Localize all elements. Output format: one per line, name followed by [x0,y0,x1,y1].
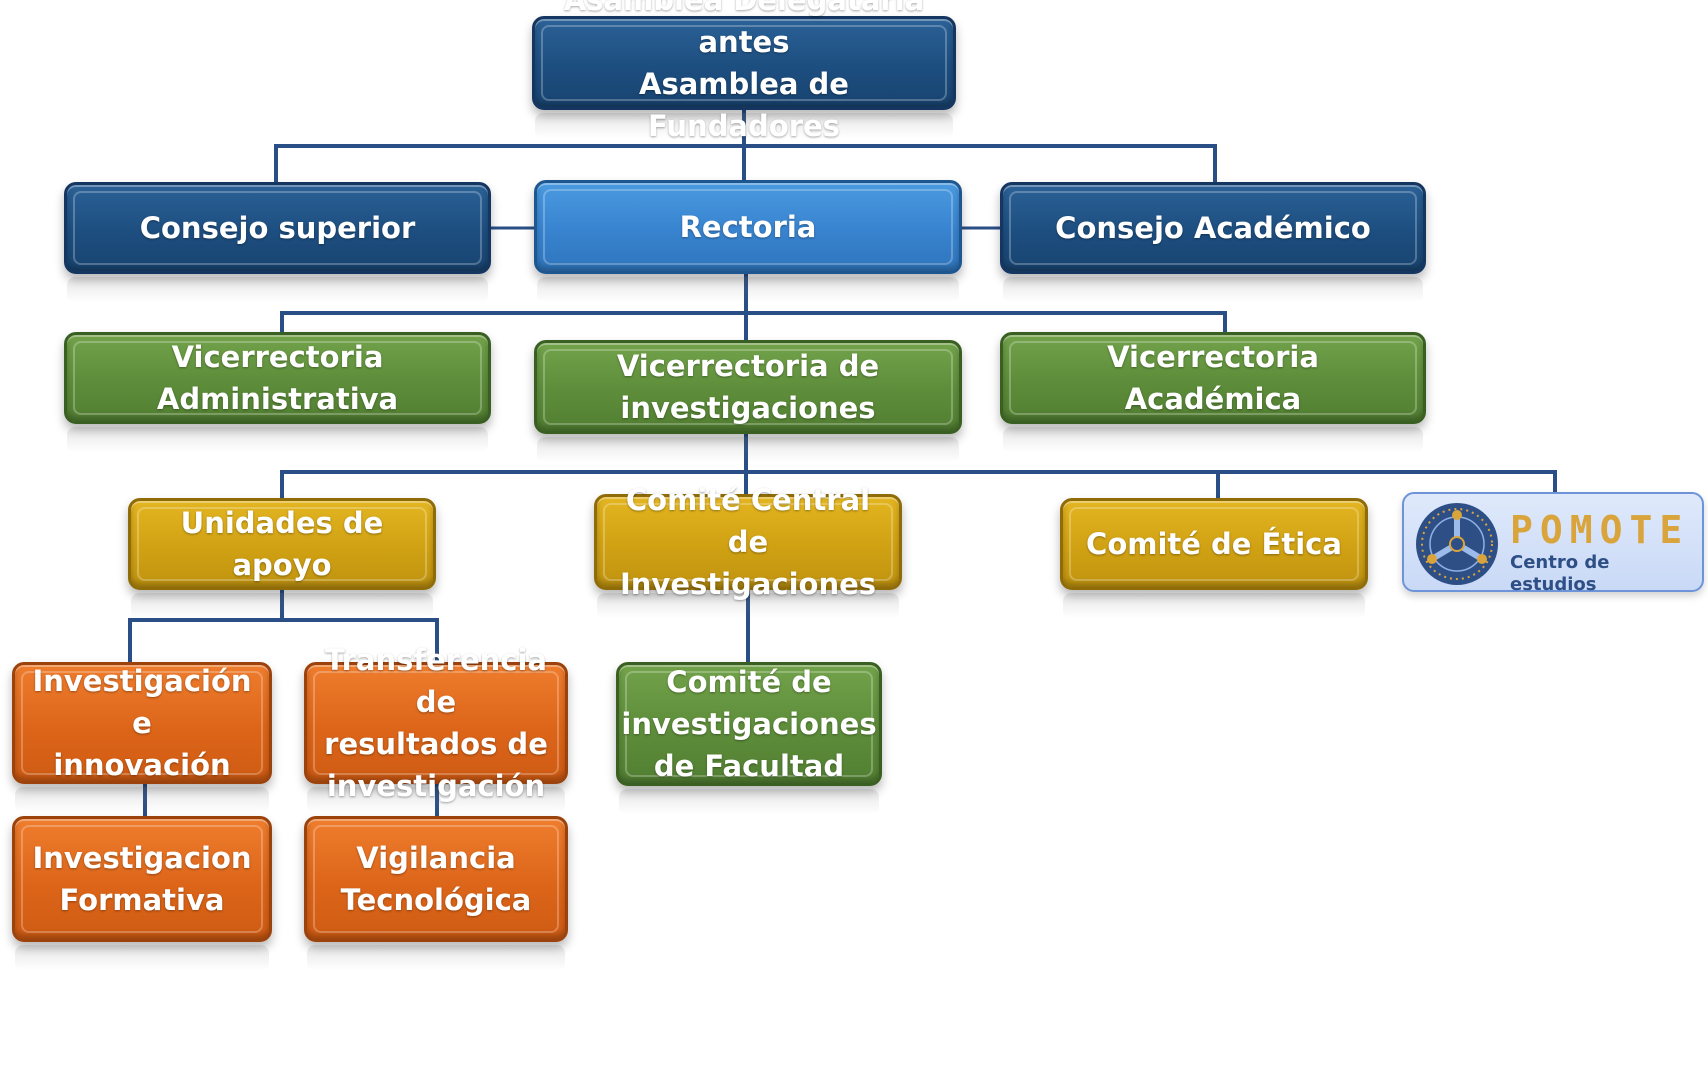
node-vic-administrativa-line1: Vicerrectoria [171,340,384,374]
node-investigacion-innovacion-line2: innovación [53,748,231,782]
node-transferencia-text: Transferencia de resultados de investiga… [317,639,555,807]
node-comite-facultad-line1: Comité de [666,665,832,699]
node-investigacion-formativa-text: Investigacion Formativa [32,837,251,921]
node-comite-facultad-line2: investigaciones [621,707,877,741]
node-investigacion-innovacion-line1: Investigación e [32,664,252,740]
node-consejo-superior[interactable]: Consejo superior [64,182,491,303]
node-consejo-academico-label: Consejo Académico [1055,211,1371,245]
node-comite-facultad[interactable]: Comité de investigaciones de Facultad [616,661,882,815]
node-vic-administrativa-text: Vicerrectoria Administrativa [157,336,398,420]
node-vic-investigaciones-text: Vicerrectoria de investigaciones [617,345,879,429]
node-comite-central-line2: Investigaciones [619,567,877,601]
node-comite-central-text: Comité Central de Investigaciones [607,479,889,605]
node-asamblea-text: Asamblea Delegataria antes Asamblea de F… [545,0,943,147]
node-vic-investigaciones-line1: Vicerrectoria de [616,349,880,383]
node-investigacion-formativa-line1: Investigacion [32,841,252,875]
pomote-logo-subtitle: Centro de estudios [1510,552,1610,595]
node-asamblea[interactable]: Asamblea Delegataria antes Asamblea de F… [532,0,956,143]
node-vic-academica[interactable]: Vicerrectoria Académica [1000,332,1426,453]
node-consejo-academico[interactable]: Consejo Académico [1000,182,1426,303]
node-vic-academica-line1: Vicerrectoria [1107,340,1319,374]
node-transferencia[interactable]: Transferencia de resultados de investiga… [304,643,568,813]
node-comite-facultad-line3: de Facultad [653,749,845,783]
node-vigilancia[interactable]: Vigilancia Tecnológica [304,816,568,971]
node-transferencia-line2: resultados de [324,727,548,761]
node-transferencia-line1: Transferencia de [325,643,547,719]
node-investigacion-innovacion-text: Investigación e innovación [25,660,259,786]
node-comite-central[interactable]: Comité Central de Investigaciones [594,483,902,619]
node-comite-facultad-text: Comité de investigaciones de Facultad [621,661,876,787]
pomote-emblem-icon [1416,503,1498,585]
node-investigacion-innovacion[interactable]: Investigación e innovación [12,660,272,813]
node-consejo-superior-label: Consejo superior [139,211,416,245]
node-vic-administrativa-line2: Administrativa [156,382,399,416]
node-asamblea-line2: Asamblea de Fundadores [639,67,849,143]
node-investigacion-formativa-line2: Formativa [59,883,225,917]
node-vigilancia-line2: Tecnológica [340,883,532,917]
pomote-logo-name: POMOTE [1510,508,1690,552]
pomote-logo: POMOTE Centro de estudios [1402,492,1704,595]
node-vic-academica-line2: Académica [1124,382,1302,416]
node-vic-investigaciones-line2: investigaciones [620,391,876,425]
node-vigilancia-text: Vigilancia Tecnológica [341,837,532,921]
node-vic-administrativa[interactable]: Vicerrectoria Administrativa [64,332,491,453]
node-investigacion-formativa[interactable]: Investigacion Formativa [12,816,272,971]
node-unidades-apoyo[interactable]: Unidades de apoyo [128,498,436,619]
node-transferencia-line3: investigación [326,769,546,803]
node-comite-etica[interactable]: Comité de Ética [1060,498,1368,619]
node-rectoria[interactable]: Rectoria [534,180,962,303]
node-comite-central-line1: Comité Central de [625,483,871,559]
node-vic-academica-text: Vicerrectoria Académica [1107,336,1319,420]
node-asamblea-line1: Asamblea Delegataria antes [563,0,925,59]
node-unidades-apoyo-label: Unidades de apoyo [180,506,384,582]
node-comite-etica-label: Comité de Ética [1086,527,1342,561]
node-rectoria-label: Rectoria [679,210,817,244]
node-vigilancia-line1: Vigilancia [356,841,516,875]
node-vic-investigaciones[interactable]: Vicerrectoria de investigaciones [534,340,962,463]
